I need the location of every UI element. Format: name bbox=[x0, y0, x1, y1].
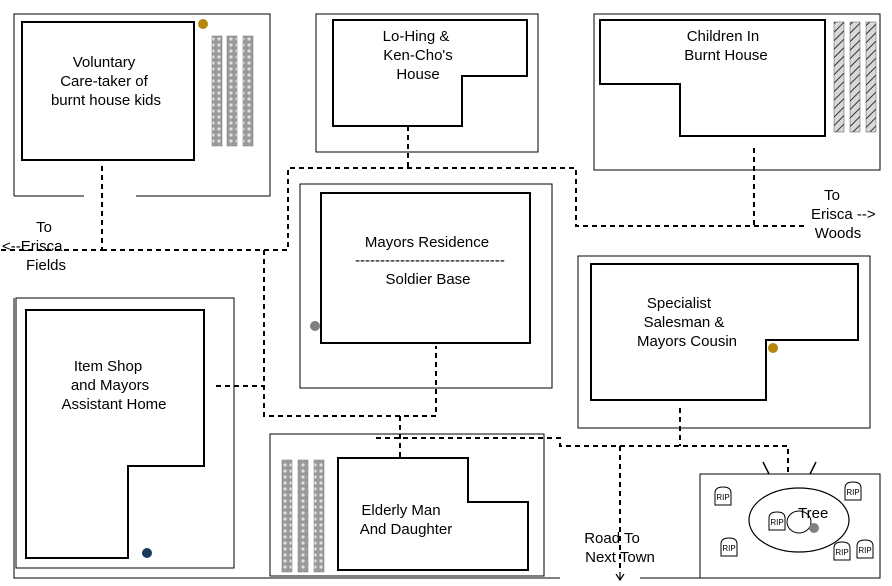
svg-text:RIP: RIP bbox=[858, 546, 871, 555]
item-shop-label: Item Shop and Mayors Assistant Home bbox=[61, 358, 166, 413]
svg-text:<--Erisca: <--Erisca bbox=[2, 238, 63, 255]
navy-marker[interactable] bbox=[142, 548, 152, 558]
svg-text:Road To: Road To bbox=[584, 530, 640, 547]
mayors-residence-building bbox=[320, 192, 531, 344]
svg-text:Woods: Woods bbox=[815, 225, 861, 242]
gravestone: RIP bbox=[833, 541, 851, 561]
divider-line: ------------------------------ bbox=[355, 252, 505, 269]
svg-text:RIP: RIP bbox=[770, 518, 783, 527]
specialist-salesman-label: Specialist Salesman & Mayors Cousin bbox=[637, 295, 737, 350]
children-burnt-house-building bbox=[599, 19, 826, 137]
svg-text:Assistant Home: Assistant Home bbox=[61, 396, 166, 413]
svg-text:RIP: RIP bbox=[722, 544, 735, 553]
svg-text:Soldier Base: Soldier Base bbox=[385, 271, 470, 288]
svg-text:RIP: RIP bbox=[846, 488, 859, 497]
grey-marker[interactable] bbox=[809, 523, 819, 533]
svg-text:Salesman &: Salesman & bbox=[644, 314, 725, 331]
crop-field-hatched-ne bbox=[833, 21, 877, 133]
children-burnt-house-label: Children In Burnt House bbox=[684, 28, 767, 64]
lo-hing-house-label: Lo-Hing & Ken-Cho's House bbox=[383, 28, 453, 83]
tree-clearing bbox=[748, 487, 850, 553]
crop-field-dotted-nw bbox=[211, 35, 254, 147]
svg-text:Mayors Residence: Mayors Residence bbox=[365, 234, 489, 251]
svg-text:Ken-Cho's: Ken-Cho's bbox=[383, 47, 453, 64]
svg-text:Children In: Children In bbox=[687, 28, 760, 45]
exit-south-label[interactable]: Road To Next Town bbox=[584, 530, 655, 582]
svg-text:Burnt House: Burnt House bbox=[684, 47, 767, 64]
dashed-roads bbox=[0, 126, 808, 572]
gold-marker[interactable] bbox=[198, 19, 208, 29]
svg-text:burnt house kids: burnt house kids bbox=[51, 92, 161, 109]
item-shop-building bbox=[25, 309, 205, 559]
svg-text:Care-taker of: Care-taker of bbox=[60, 73, 148, 90]
svg-text:and Mayors: and Mayors bbox=[71, 377, 149, 394]
svg-text:Mayors Cousin: Mayors Cousin bbox=[637, 333, 737, 350]
svg-text:And Daughter: And Daughter bbox=[360, 521, 453, 538]
voluntary-caretaker-building bbox=[21, 21, 195, 161]
svg-text:House: House bbox=[396, 66, 439, 83]
svg-text:Next Town: Next Town bbox=[585, 549, 655, 566]
down-arrow-icon bbox=[615, 572, 625, 582]
svg-text:Item Shop: Item Shop bbox=[74, 358, 142, 375]
tree-icon bbox=[786, 510, 812, 534]
gravestone: RIP bbox=[768, 511, 786, 531]
gravestone: RIP bbox=[714, 486, 732, 506]
graveyard: Tree RIP RIP RIP RIP RIP RIP bbox=[714, 461, 874, 561]
tree-label: Tree bbox=[798, 505, 828, 522]
grey-marker[interactable] bbox=[310, 321, 320, 331]
elderly-man-label: Elderly Man And Daughter bbox=[360, 502, 453, 538]
svg-text:Specialist: Specialist bbox=[647, 295, 712, 312]
crop-field-dotted-s bbox=[281, 459, 325, 573]
svg-text:Fields: Fields bbox=[26, 257, 66, 274]
svg-text:Voluntary: Voluntary bbox=[73, 54, 136, 71]
svg-text:Lo-Hing &: Lo-Hing & bbox=[383, 28, 450, 45]
exit-west-label[interactable]: To <--Erisca Fields bbox=[2, 219, 66, 274]
svg-text:To: To bbox=[36, 219, 52, 236]
voluntary-caretaker-label: Voluntary Care-taker of burnt house kids bbox=[51, 54, 161, 109]
gold-marker[interactable] bbox=[768, 343, 778, 353]
svg-text:To: To bbox=[824, 187, 840, 204]
lo-hing-house-building bbox=[332, 19, 528, 127]
svg-text:RIP: RIP bbox=[716, 493, 729, 502]
svg-text:RIP: RIP bbox=[835, 548, 848, 557]
svg-text:Elderly Man: Elderly Man bbox=[361, 502, 440, 519]
exit-east-label[interactable]: To Erisca --> Woods bbox=[811, 187, 876, 242]
gravestone: RIP bbox=[844, 481, 862, 501]
gravestone: RIP bbox=[720, 537, 738, 557]
specialist-salesman-building bbox=[590, 263, 859, 401]
elderly-man-building bbox=[337, 457, 529, 571]
svg-text:Erisca -->: Erisca --> bbox=[811, 206, 876, 223]
mayors-residence-label: Mayors Residence -----------------------… bbox=[355, 234, 505, 288]
gravestone: RIP bbox=[856, 539, 874, 559]
yard-outlines bbox=[13, 13, 881, 579]
